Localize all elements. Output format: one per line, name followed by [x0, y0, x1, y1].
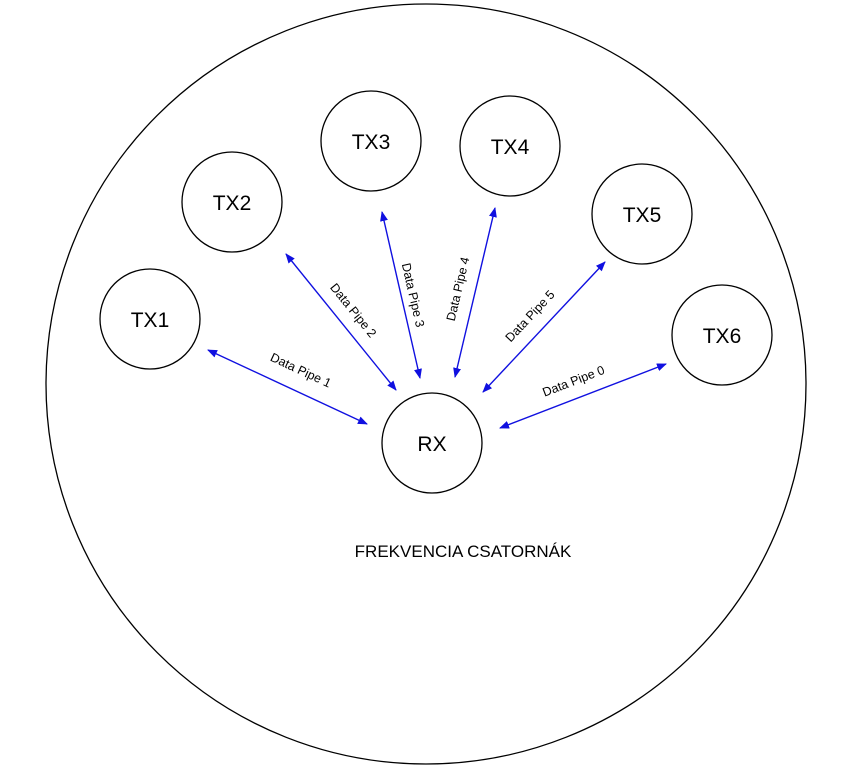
transmitter-node-tx2: TX2 — [181, 151, 283, 253]
pipe-line-tx6 — [499, 363, 667, 429]
node-label: TX5 — [623, 204, 662, 227]
transmitter-node-tx3: TX3 — [320, 90, 422, 192]
transmitter-node-tx6: TX6 — [671, 284, 773, 386]
node-label: RX — [417, 433, 446, 456]
node-label: TX1 — [131, 309, 170, 332]
pipe-line-tx3 — [380, 211, 422, 379]
channel-boundary-circle — [45, 3, 807, 765]
node-label: TX4 — [491, 136, 530, 159]
node-label: TX3 — [352, 131, 391, 154]
data-pipes — [207, 207, 667, 429]
pipe-line-tx4 — [453, 207, 497, 378]
diagram-caption: FREKVENCIA CSATORNÁK — [355, 542, 572, 561]
pipe-line-tx2 — [285, 253, 397, 391]
node-label: TX6 — [703, 325, 742, 348]
transmitter-node-tx1: TX1 — [99, 268, 201, 370]
transmitter-node-tx4: TX4 — [459, 95, 561, 197]
receiver-node-rx: RX — [381, 392, 483, 494]
transmitter-node-tx5: TX5 — [591, 163, 693, 265]
node-label: TX2 — [213, 192, 252, 215]
